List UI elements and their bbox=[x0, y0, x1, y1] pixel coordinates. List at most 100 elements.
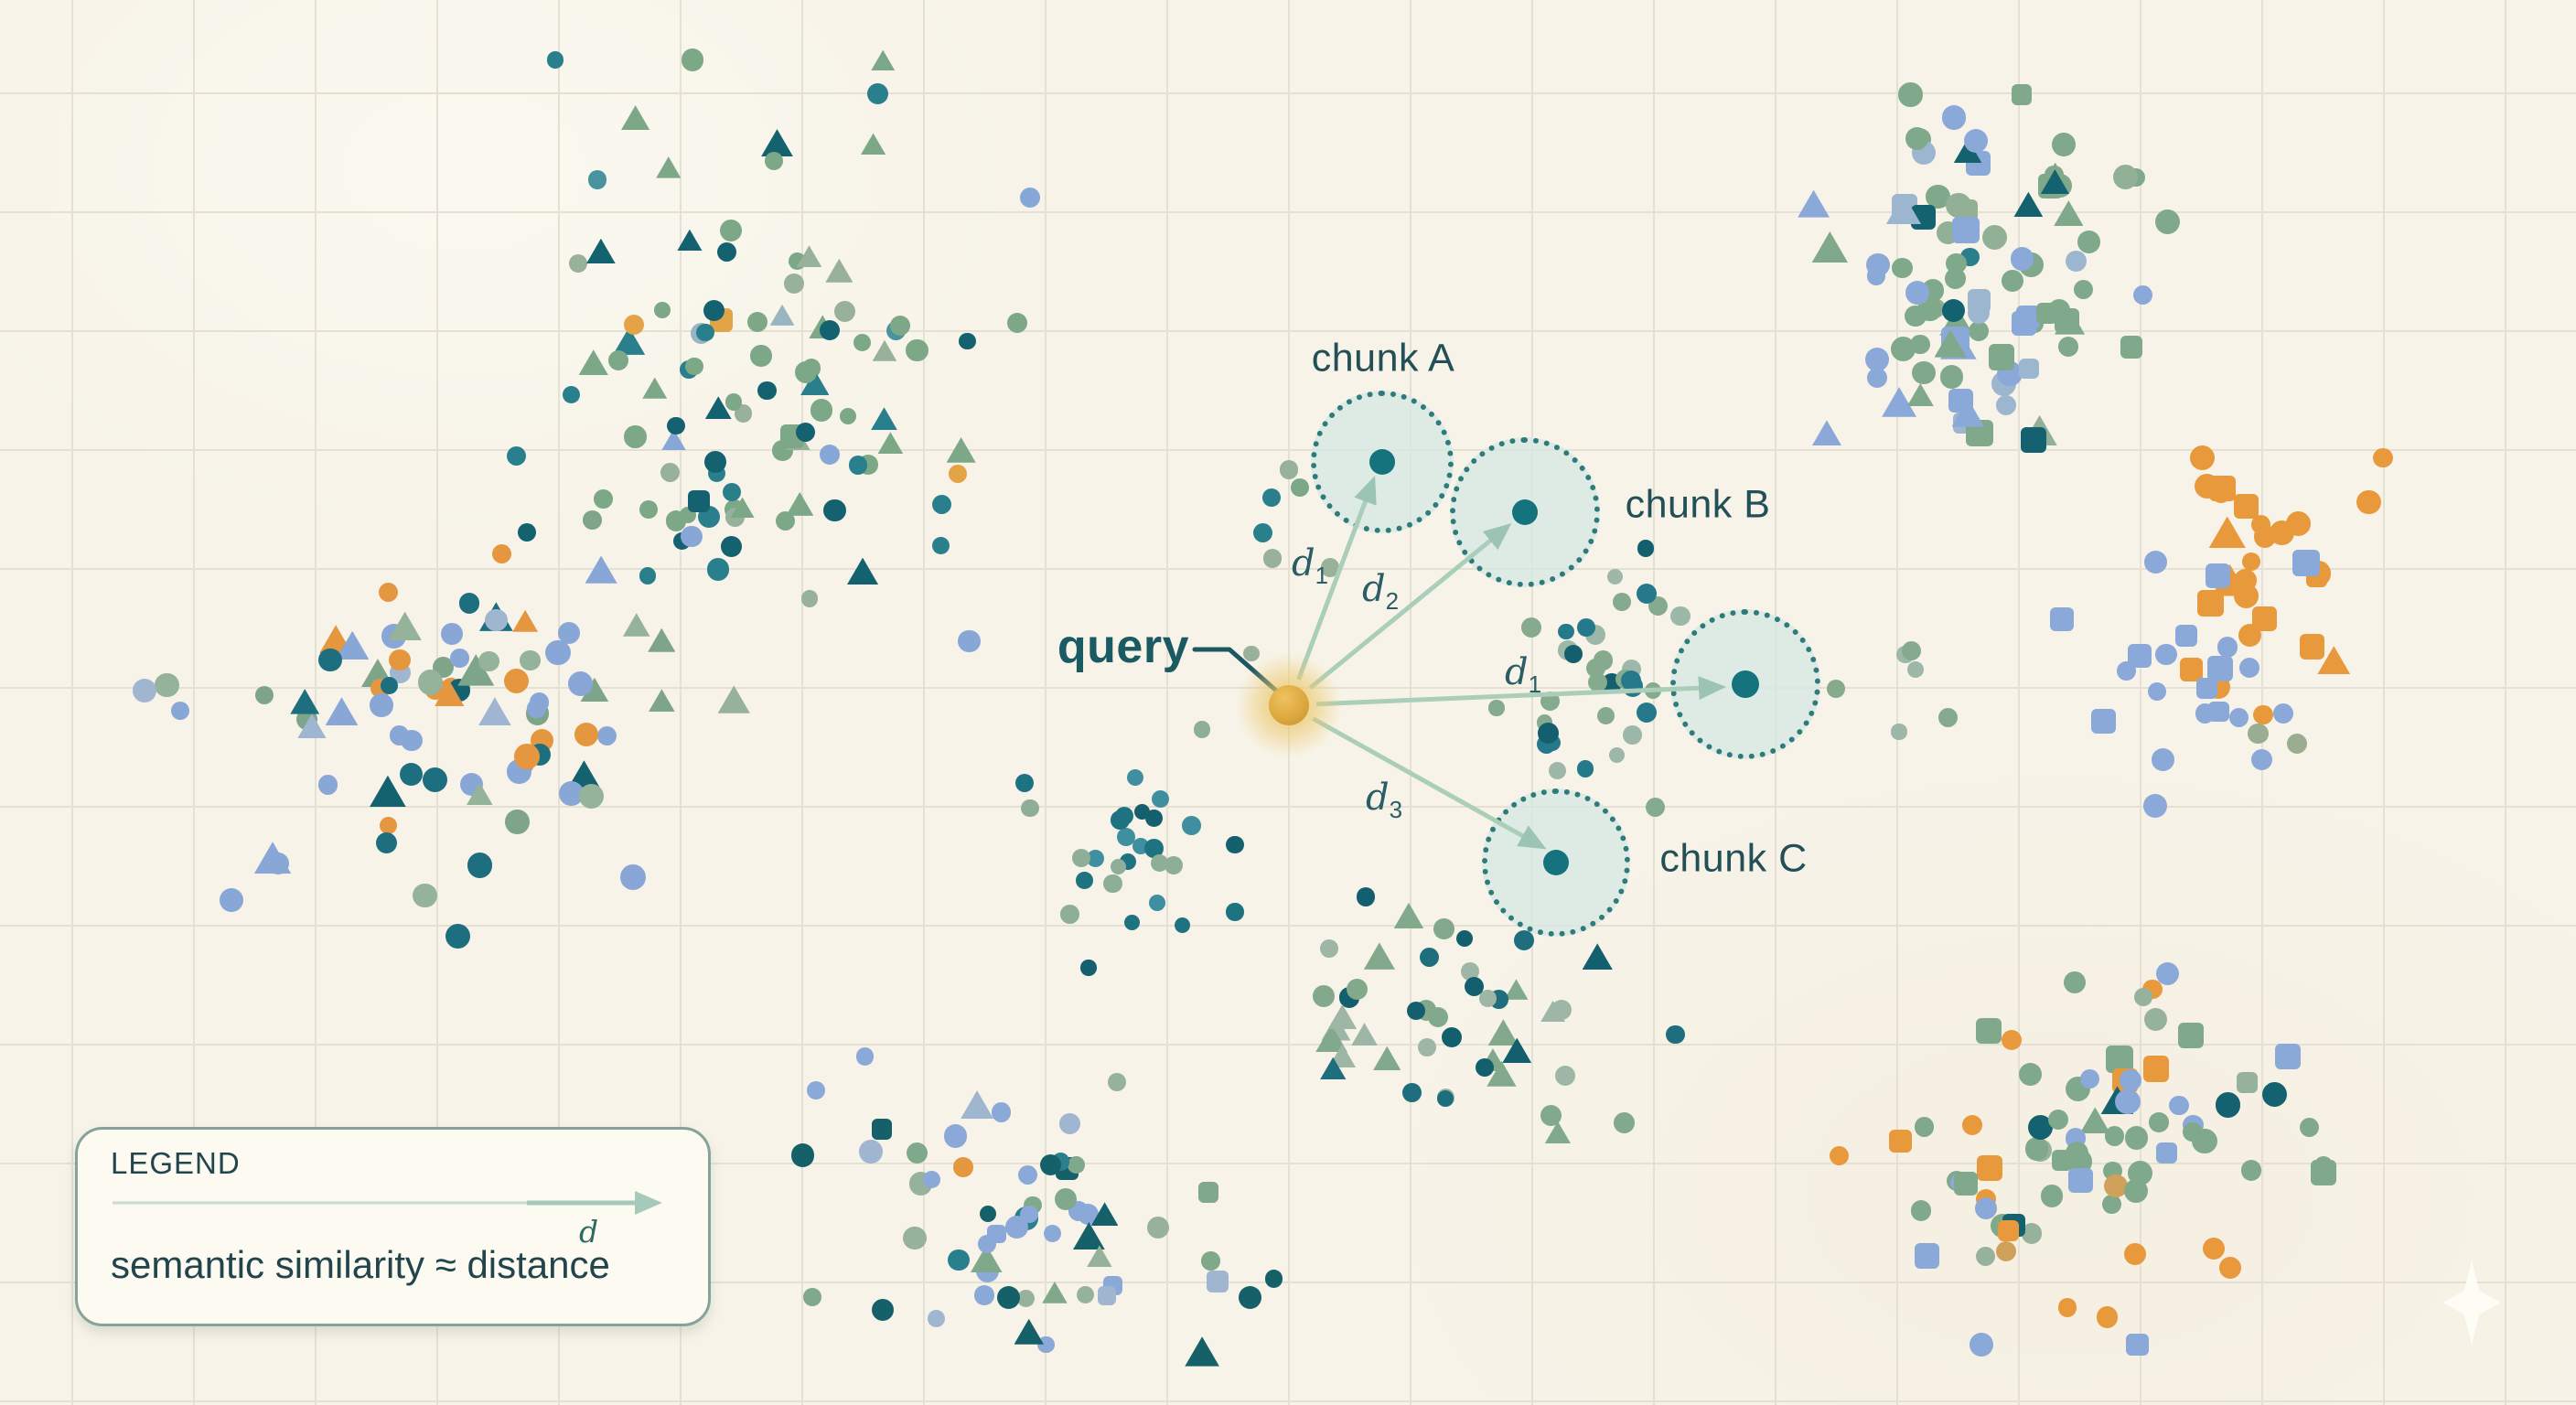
data-point-circle bbox=[1427, 1006, 1448, 1027]
data-point-circle bbox=[1174, 917, 1190, 934]
data-point-circle bbox=[1621, 670, 1642, 691]
legend-caption: semantic similarity ≈ distance bbox=[111, 1243, 610, 1286]
data-point-circle bbox=[1226, 903, 1244, 921]
data-point-circle bbox=[928, 1310, 946, 1328]
data-point-circle bbox=[1016, 1289, 1035, 1308]
data-point-square bbox=[1914, 1242, 1940, 1269]
data-point-circle bbox=[1143, 838, 1164, 858]
data-point-square bbox=[2142, 1056, 2170, 1082]
data-point-circle bbox=[1558, 623, 1575, 640]
data-point-circle bbox=[389, 649, 411, 670]
data-point-circle bbox=[1226, 835, 1244, 854]
data-point-circle bbox=[1116, 827, 1136, 847]
distance-label-chunk-unlabeled: d1 bbox=[1504, 651, 1542, 698]
data-point-circle bbox=[2065, 251, 2088, 273]
data-point-circle bbox=[445, 923, 470, 949]
data-point-circle bbox=[1346, 978, 1368, 1000]
data-point-circle bbox=[2285, 510, 2311, 536]
data-point-circle bbox=[820, 319, 840, 340]
data-point-circle bbox=[889, 315, 910, 336]
data-point-circle bbox=[379, 816, 398, 835]
data-point-circle bbox=[953, 1157, 973, 1177]
data-point-circle bbox=[2080, 1069, 2100, 1089]
data-point-circle bbox=[518, 523, 537, 542]
data-point-circle bbox=[624, 425, 647, 448]
data-point-circle bbox=[1829, 1145, 1850, 1166]
data-point-circle bbox=[833, 300, 855, 322]
data-point-circle bbox=[1969, 320, 1990, 341]
data-point-circle bbox=[1548, 762, 1566, 780]
data-point-circle bbox=[449, 649, 469, 668]
data-point-circle bbox=[802, 1288, 821, 1307]
data-point-circle bbox=[594, 489, 613, 509]
data-point-square bbox=[2300, 634, 2325, 660]
data-point-circle bbox=[922, 1170, 940, 1189]
data-point-circle bbox=[1981, 224, 2008, 250]
data-point-circle bbox=[2216, 637, 2238, 658]
data-point-circle bbox=[1867, 368, 1888, 389]
data-point-circle bbox=[1464, 976, 1484, 996]
data-point-circle bbox=[750, 345, 772, 367]
data-point-circle bbox=[2132, 284, 2153, 306]
data-point-circle bbox=[1417, 1037, 1436, 1056]
data-point-circle bbox=[721, 535, 743, 557]
data-point-square bbox=[2019, 359, 2040, 380]
data-point-circle bbox=[725, 393, 743, 411]
data-point-circle bbox=[806, 1080, 826, 1100]
data-point-circle bbox=[2238, 624, 2261, 648]
data-point-circle bbox=[623, 314, 644, 335]
data-point-circle bbox=[2101, 1195, 2121, 1214]
data-point-circle bbox=[903, 1226, 927, 1250]
legend-title: LEGEND bbox=[111, 1146, 241, 1180]
data-point-square bbox=[2174, 624, 2198, 648]
data-point-circle bbox=[1080, 960, 1097, 976]
data-point-circle bbox=[639, 567, 657, 585]
data-point-circle bbox=[1613, 592, 1632, 611]
data-point-circle bbox=[2215, 1092, 2241, 1119]
data-point-circle bbox=[1974, 1197, 1997, 1220]
distance-label-chunk-B: d2 bbox=[1361, 568, 1400, 615]
data-point-circle bbox=[2134, 988, 2153, 1007]
distance-arrow-to-chunk-unlabeled bbox=[1315, 676, 1726, 707]
data-point-circle bbox=[719, 219, 742, 242]
data-point-circle bbox=[931, 536, 950, 555]
data-point-circle bbox=[2010, 247, 2034, 271]
data-point-circle bbox=[1124, 915, 1141, 931]
data-point-circle bbox=[2156, 961, 2180, 985]
chunk-A-label: chunk A bbox=[1311, 336, 1455, 381]
data-point-circle bbox=[1461, 961, 1480, 981]
chunk-A-centroid bbox=[1369, 449, 1395, 475]
data-point-circle bbox=[1441, 1026, 1463, 1048]
data-point-circle bbox=[2373, 447, 2393, 468]
data-point-circle bbox=[441, 623, 464, 646]
data-point-circle bbox=[1577, 618, 1595, 638]
data-point-circle bbox=[1939, 365, 1964, 389]
data-point-square bbox=[1888, 1129, 1912, 1153]
data-point-square bbox=[1975, 1017, 2002, 1045]
data-point-circle bbox=[381, 676, 399, 694]
data-point-circle bbox=[1127, 768, 1144, 787]
data-point-circle bbox=[980, 1206, 997, 1223]
data-point-circle bbox=[1488, 700, 1505, 716]
data-point-circle bbox=[2040, 1185, 2064, 1207]
data-point-circle bbox=[2123, 1243, 2147, 1266]
data-point-circle bbox=[1995, 1240, 2016, 1262]
data-point-circle bbox=[932, 495, 952, 515]
data-point-circle bbox=[1279, 460, 1299, 480]
data-point-square bbox=[2205, 563, 2231, 589]
data-point-circle bbox=[790, 1143, 815, 1168]
data-point-circle bbox=[1594, 650, 1614, 670]
data-point-circle bbox=[783, 273, 804, 295]
data-point-circle bbox=[810, 398, 833, 422]
data-point-circle bbox=[1006, 312, 1028, 334]
data-point-circle bbox=[520, 650, 541, 671]
data-point-circle bbox=[1114, 806, 1134, 826]
distance-arrow-to-chunk-C bbox=[1311, 716, 1547, 850]
data-point-circle bbox=[1588, 672, 1607, 692]
data-point-square bbox=[1197, 1182, 1219, 1203]
data-point-circle bbox=[1021, 799, 1039, 818]
data-point-circle bbox=[2064, 971, 2086, 993]
data-point-circle bbox=[2183, 1121, 2203, 1142]
data-point-circle bbox=[1864, 347, 1889, 371]
data-point-circle bbox=[2021, 1223, 2043, 1245]
